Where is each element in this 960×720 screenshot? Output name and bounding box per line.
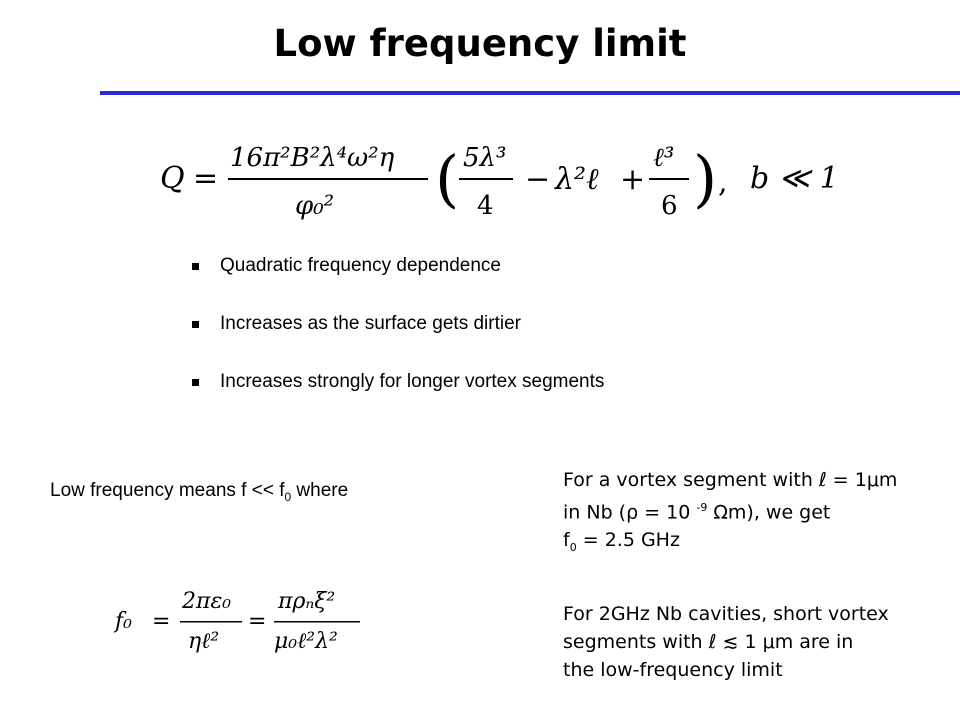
example-line-2-a: in Nb (ρ = 10	[563, 501, 697, 524]
bullet-square-icon	[192, 379, 199, 386]
f0-formula: f₀ = 2πε₀ ηℓ² = πρₙξ² μ₀ℓ²λ²	[113, 589, 360, 654]
f0-lhs: f₀	[113, 609, 132, 634]
vortex-segment-example: For a vortex segment with ℓ = 1μm in Nb …	[563, 466, 897, 562]
q-term1-den: 4	[477, 191, 494, 221]
example-line-3-b: = 2.5 GHz	[576, 529, 680, 552]
f0-frac2-num: πρₙξ²	[277, 589, 335, 614]
bullet-item: Quadratic frequency dependence	[190, 250, 604, 308]
bullet-list: Quadratic frequency dependence Increases…	[190, 250, 604, 424]
f0-frac2-den: μ₀ℓ²λ²	[274, 629, 338, 654]
example-line-2: in Nb (ρ = 10 -9 Ωm), we get	[563, 494, 897, 526]
bullet-item: Increases strongly for longer vortex seg…	[190, 366, 604, 424]
q-term3-bar	[649, 178, 689, 180]
low-frequency-condition: Low frequency means f << f0 where	[50, 480, 348, 504]
f0-equals-2: =	[248, 609, 266, 634]
q-term1-bar	[459, 178, 513, 180]
example-line-3-sub: 0	[569, 541, 577, 555]
q-term2: λ²ℓ	[554, 162, 599, 197]
q-minus: −	[525, 162, 550, 197]
low-frequency-sub: 0	[284, 489, 292, 504]
f0-frac1-num: 2πε₀	[181, 589, 231, 614]
example-line-3-a: f	[563, 529, 570, 552]
conclusion-line-3: the low-frequency limit	[563, 659, 783, 681]
example-line-2-b: Ωm), we get	[707, 501, 831, 524]
q-fraction-bar	[228, 178, 428, 180]
q-term3-num: ℓ³	[653, 143, 674, 173]
title-underline	[100, 91, 960, 95]
f0-equals-1: =	[152, 609, 170, 634]
q-equals: =	[193, 161, 218, 196]
q-condition: b ≪ 1	[750, 161, 839, 196]
conclusion-line-1: For 2GHz Nb cavities, short vortex	[563, 603, 889, 625]
f0-frac2-bar	[274, 621, 360, 623]
q-plus: +	[620, 162, 645, 197]
bullet-square-icon	[192, 263, 199, 270]
bullet-square-icon	[192, 321, 199, 328]
example-line-2-sup: -9	[696, 501, 708, 514]
q-term3-den: 6	[661, 191, 678, 221]
q-formula: Q = 16π²B²λ⁴ω²η φ₀² ( 5λ³ 4 − λ²ℓ + ℓ³ 6…	[160, 142, 839, 221]
f0-frac1-den: ηℓ²	[188, 629, 219, 654]
cavity-conclusion: For 2GHz Nb cavities, short vortex segme…	[563, 600, 889, 684]
bullet-text: Quadratic frequency dependence	[220, 255, 501, 276]
f0-frac1-bar	[180, 621, 242, 623]
conclusion-line-2: segments with ℓ ≲ 1 μm are in	[563, 631, 854, 653]
q-denominator: φ₀²	[295, 191, 334, 221]
q-comma: ,	[718, 165, 728, 200]
q-right-paren: )	[693, 142, 717, 215]
example-line-1: For a vortex segment with ℓ = 1μm	[563, 469, 898, 491]
low-frequency-where: where	[291, 480, 349, 501]
bullet-text: Increases strongly for longer vortex seg…	[220, 371, 605, 392]
bullet-item: Increases as the surface gets dirtier	[190, 308, 604, 366]
example-line-3: f0 = 2.5 GHz	[563, 526, 897, 562]
q-term1-num: 5λ³	[463, 143, 506, 173]
q-lhs: Q	[160, 161, 185, 196]
q-left-paren: (	[435, 142, 459, 215]
slide-title: Low frequency limit	[273, 22, 687, 65]
low-frequency-text: Low frequency means f << f	[50, 480, 285, 501]
bullet-text: Increases as the surface gets dirtier	[220, 313, 521, 334]
q-numerator: 16π²B²λ⁴ω²η	[230, 143, 395, 173]
